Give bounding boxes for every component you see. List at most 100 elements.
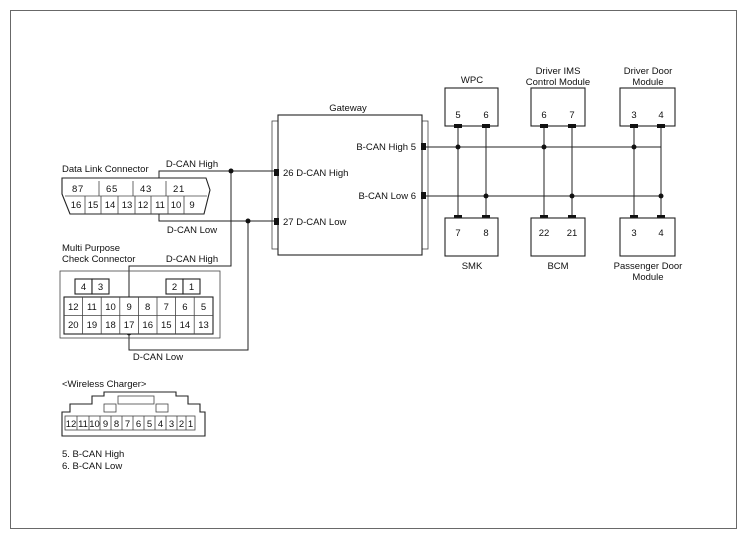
wc-pin: 11 bbox=[78, 419, 88, 430]
wireless-charger-housing bbox=[61, 391, 206, 437]
dlc-d-can-high-label: D-CAN High bbox=[166, 159, 218, 170]
module-passenger-door-pin-a: 3 bbox=[631, 228, 636, 239]
wireless-charger-connector: <Wireless Charger> 12 11 10 9 8 7 6 5 4 … bbox=[61, 379, 206, 472]
module-passenger-door-name-1: Passenger Door bbox=[614, 261, 683, 272]
dlc-pin: 1 bbox=[179, 184, 184, 195]
gateway-box bbox=[277, 114, 423, 256]
module-driver-door-name-1: Driver Door bbox=[624, 66, 673, 77]
mpc-pin: 8 bbox=[145, 302, 150, 313]
mpc-pin: 7 bbox=[164, 302, 169, 313]
module-smk-name: SMK bbox=[462, 261, 483, 272]
module-bcm-pin-a: 22 bbox=[539, 228, 550, 239]
module-driver-door: Driver Door Module 3 4 bbox=[619, 66, 676, 215]
module-smk-pin-a-terminal bbox=[454, 215, 462, 219]
mpc-title-line2: Check Connector bbox=[62, 254, 135, 265]
wireless-charger-legend-2: 6. B-CAN Low bbox=[62, 461, 122, 472]
gateway-pin-26 bbox=[274, 169, 279, 176]
dlc-pin: 8 bbox=[72, 184, 77, 195]
gateway-pin-6 bbox=[421, 192, 426, 199]
module-wpc-pin-a-terminal bbox=[454, 124, 462, 128]
dlc-pin: 16 bbox=[71, 200, 82, 211]
gateway-title: Gateway bbox=[329, 103, 367, 114]
junction-dot bbox=[483, 193, 489, 199]
module-bcm-pin-b: 21 bbox=[567, 228, 578, 239]
module-driver-door-pin-a: 3 bbox=[631, 110, 636, 121]
wireless-charger-latch bbox=[117, 395, 155, 405]
dlc-pin: 10 bbox=[171, 200, 182, 211]
mpc-pin: 11 bbox=[87, 302, 97, 313]
wc-pin: 4 bbox=[158, 419, 163, 430]
module-passenger-door-pin-b: 4 bbox=[658, 228, 663, 239]
mpc-pin: 12 bbox=[68, 302, 79, 313]
mpc-pin: 4 bbox=[81, 282, 86, 293]
module-driver-ims-pin-a: 6 bbox=[541, 110, 546, 121]
wc-pin: 8 bbox=[114, 419, 119, 430]
module-driver-door-pin-b: 4 bbox=[658, 110, 663, 121]
mpc-outline bbox=[59, 270, 221, 339]
dlc-pin: 6 bbox=[106, 184, 111, 195]
mpc-d-can-low-wire bbox=[128, 221, 249, 351]
mpc-pin: 19 bbox=[87, 320, 98, 331]
module-smk-pin-b: 8 bbox=[483, 228, 488, 239]
mpc-pin: 1 bbox=[189, 282, 194, 293]
dlc-pin: 12 bbox=[138, 200, 149, 211]
mpc-pin: 10 bbox=[105, 302, 116, 313]
gateway-pin-b-can-high-label: B-CAN High 5 bbox=[356, 142, 416, 153]
module-passenger-door: 3 4 Passenger Door Module bbox=[614, 215, 683, 283]
module-driver-ims-box bbox=[530, 87, 586, 127]
wireless-charger-title: <Wireless Charger> bbox=[62, 379, 147, 390]
dlc-pin: 3 bbox=[146, 184, 151, 195]
dlc-pin: 5 bbox=[112, 184, 117, 195]
mpc-pin-cell bbox=[91, 278, 110, 295]
module-passenger-door-box bbox=[619, 217, 676, 257]
wireless-charger-key bbox=[155, 403, 169, 413]
mpc-pin: 17 bbox=[124, 320, 135, 331]
wc-pin: 3 bbox=[169, 419, 174, 430]
dlc-pin: 9 bbox=[189, 200, 194, 211]
junction-dot bbox=[228, 168, 234, 174]
module-driver-door-pin-b-terminal bbox=[657, 124, 665, 128]
module-passenger-door-pin-a-terminal bbox=[630, 215, 638, 219]
mpc-pin: 3 bbox=[98, 282, 103, 293]
data-link-connector: Data Link Connector 8 7 6 5 4 3 2 1 16 1… bbox=[61, 164, 211, 215]
dlc-row2: 16 15 14 13 12 11 10 9 bbox=[71, 196, 195, 214]
mpc-pin: 15 bbox=[161, 320, 172, 331]
bus-junctions bbox=[455, 144, 664, 199]
junction-dot bbox=[245, 218, 251, 224]
module-bcm: 22 21 BCM bbox=[530, 215, 586, 272]
mpc-pin-cell bbox=[182, 278, 201, 295]
module-driver-door-name-2: Module bbox=[632, 77, 663, 88]
dlc-row1: 8 7 6 5 4 3 2 1 bbox=[72, 181, 184, 196]
module-wpc-pin-b: 6 bbox=[483, 110, 488, 121]
gateway-pin-d-can-low-label: 27 D-CAN Low bbox=[283, 217, 346, 228]
junction-dot bbox=[631, 144, 637, 150]
junction-dot bbox=[541, 144, 547, 150]
module-smk-box bbox=[444, 217, 499, 257]
module-bcm-pin-b-terminal bbox=[568, 215, 576, 219]
mpc-pin: 18 bbox=[105, 320, 116, 331]
wc-pin: 10 bbox=[89, 419, 100, 430]
module-wpc-pin-b-terminal bbox=[482, 124, 490, 128]
module-smk-pin-b-terminal bbox=[482, 215, 490, 219]
module-driver-door-pin-a-terminal bbox=[630, 124, 638, 128]
wc-pin: 12 bbox=[66, 419, 77, 430]
module-smk-pin-a: 7 bbox=[455, 228, 460, 239]
wc-pin: 1 bbox=[188, 419, 193, 430]
wireless-charger-key bbox=[103, 403, 117, 413]
mpc-d-can-high-wire bbox=[128, 171, 232, 300]
module-driver-ims-pin-b: 7 bbox=[569, 110, 574, 121]
module-wpc-name: WPC bbox=[461, 75, 483, 86]
mpc-pin: 2 bbox=[172, 282, 177, 293]
mpc-pin: 20 bbox=[68, 320, 79, 331]
mpc-d-can-high-label: D-CAN High bbox=[166, 254, 218, 265]
wc-pin: 6 bbox=[136, 419, 141, 430]
junction-dot bbox=[658, 193, 664, 199]
module-driver-ims-pin-b-terminal bbox=[568, 124, 576, 128]
wc-pin: 2 bbox=[179, 419, 184, 430]
module-bcm-box bbox=[530, 217, 586, 257]
mpc-title-line1: Multi Purpose bbox=[62, 243, 120, 254]
module-wpc: WPC 5 6 bbox=[444, 75, 499, 215]
module-passenger-door-name-2: Module bbox=[632, 272, 663, 283]
module-driver-ims-name-2: Control Module bbox=[526, 77, 590, 88]
